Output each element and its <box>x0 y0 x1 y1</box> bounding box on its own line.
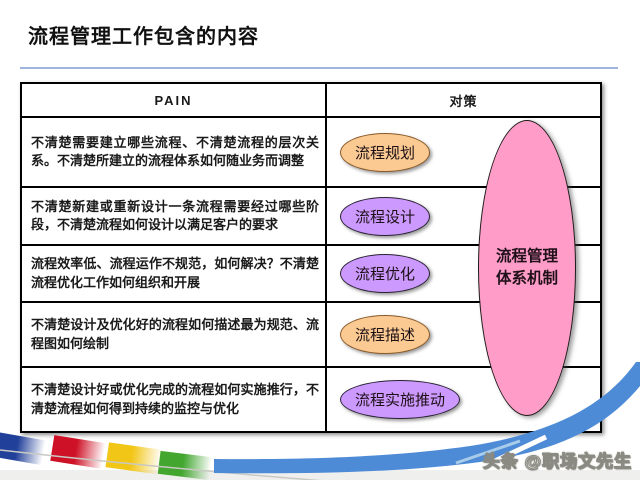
table-row: 不清楚需要建立哪些流程、不清楚流程的层次关系。不清楚所建立的流程体系如何随业务而… <box>22 116 600 186</box>
watermark-text: 头条 @职场文先生 <box>482 452 632 472</box>
solution-ellipse-implementation: 流程实施推动 <box>340 380 461 419</box>
solution-ellipse-design: 流程设计 <box>340 196 431 236</box>
solution-cell: 流程优化 <box>327 246 600 301</box>
table-row: 不清楚新建或重新设计一条流程需要经过哪些阶段，不清楚流程如何设计以满足客户的要求… <box>22 186 600 244</box>
merged-ellipse-label-line1: 流程管理 <box>495 247 558 265</box>
pain-text: 不清楚新建或重新设计一条流程需要经过哪些阶段，不清楚流程如何设计以满足客户的要求 <box>22 188 327 244</box>
col-header-solution: 对策 <box>449 93 478 109</box>
pain-text: 不清楚设计及优化好的流程如何描述最为规范、流程图如何绘制 <box>22 303 327 366</box>
solution-cell: 流程设计 <box>327 188 600 244</box>
merged-ellipse-label-line2: 体系机制 <box>495 270 558 287</box>
col-header-pain: PAIN <box>22 84 327 116</box>
page-title: 流程管理工作包含的内容 <box>28 26 259 48</box>
solution-cell: 流程描述 <box>327 303 600 366</box>
pain-text: 流程效率低、流程运作不规范，如何解决？不清楚流程优化工作如何组织和开展 <box>22 246 327 301</box>
table-row: 流程效率低、流程运作不规范，如何解决？不清楚流程优化工作如何组织和开展 流程优化 <box>22 244 600 301</box>
solution-cell: 流程规划 <box>327 118 600 186</box>
solution-ellipse-optimization: 流程优化 <box>340 254 431 293</box>
merged-solution-ellipse: 流程管理 体系机制 <box>478 120 576 416</box>
table-row: 不清楚设计及优化好的流程如何描述最为规范、流程图如何绘制 流程描述 <box>22 301 600 366</box>
pain-solution-table: PAIN 对策 不清楚需要建立哪些流程、不清楚流程的层次关系。不清楚所建立的流程… <box>20 82 602 433</box>
pain-text: 不清楚设计好或优化完成的流程如何实施推行，不清楚流程如何得到持续的监控与优化 <box>22 368 327 431</box>
ribbon-segment-navy <box>0 431 46 466</box>
ribbon-segment-red <box>50 435 106 469</box>
pain-text: 不清楚需要建立哪些流程、不清楚流程的层次关系。不清楚所建立的流程体系如何随业务而… <box>22 118 327 186</box>
solution-ellipse-description: 流程描述 <box>340 315 431 354</box>
solution-ellipse-planning: 流程规划 <box>340 132 431 172</box>
table-header-row: PAIN 对策 <box>22 84 600 116</box>
title-underline <box>20 67 618 69</box>
